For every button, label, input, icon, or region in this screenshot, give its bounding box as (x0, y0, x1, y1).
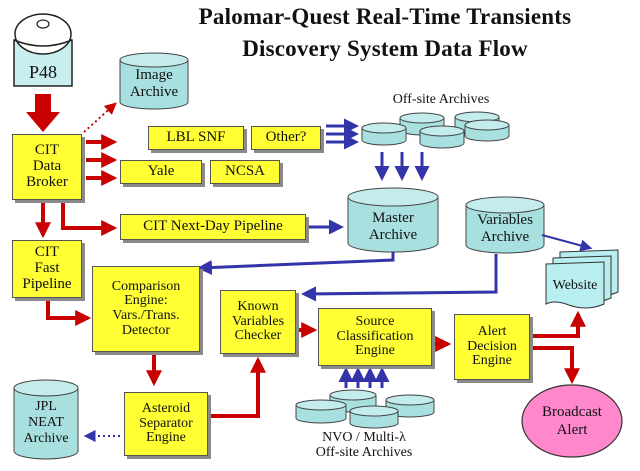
diagram-title-line-2: Discovery System Data Flow (242, 36, 528, 61)
variables-archive-label-2: Archive (481, 229, 530, 245)
other-box[interactable]: Other? (251, 126, 321, 150)
variables-archive-cylinder: Variables Archive (465, 196, 545, 254)
nvo-archives-cylinders (295, 389, 435, 429)
offsite-archives-cylinders (361, 111, 510, 149)
known-variables-checker-box[interactable]: Known Variables Checker (220, 290, 296, 354)
jpl-archive-label-2: NEAT (28, 415, 64, 430)
jpl-archive-cylinder: JPL NEAT Archive (13, 379, 79, 460)
variables-archive-label-1: Variables (477, 212, 533, 228)
offsite-archives-caption: Off-site Archives (392, 92, 490, 107)
next-day-pipeline-box[interactable]: CIT Next-Day Pipeline (120, 214, 306, 240)
telescope-to-broker-arrow (26, 94, 60, 132)
source-classification-engine-box[interactable]: Source Classification Engine (318, 308, 432, 366)
telescope-icon: P48 (13, 13, 73, 87)
broadcast-label-2: Alert (557, 422, 589, 438)
ncsa-box[interactable]: NCSA (210, 160, 280, 184)
image-archive-label-1: Image (135, 67, 173, 83)
master-archive-label-1: Master (372, 210, 414, 226)
asteroid-separator-engine-box[interactable]: Asteroid Separator Engine (124, 392, 208, 456)
alert-decision-engine-box[interactable]: Alert Decision Engine (454, 314, 530, 380)
jpl-archive-label-3: Archive (23, 431, 68, 446)
website-label: Website (553, 278, 598, 293)
broadcast-alert: Broadcast Alert (521, 384, 623, 458)
jpl-archive-label-1: JPL (35, 399, 57, 414)
diagram-title-line-1: Palomar-Quest Real-Time Transients (198, 4, 572, 29)
image-archive-label-2: Archive (130, 84, 179, 100)
yale-box[interactable]: Yale (120, 160, 202, 184)
master-archive-cylinder: Master Archive (347, 187, 439, 253)
master-archive-label-2: Archive (369, 227, 418, 243)
nvo-archives-caption: NVO / Multi-λ Off-site Archives (315, 430, 413, 461)
comparison-engine-box[interactable]: Comparison Engine: Vars./Trans. Detector (92, 266, 200, 352)
broadcast-label-1: Broadcast (542, 404, 603, 420)
red-arrows (35, 134, 586, 418)
image-archive-cylinder: Image Archive (119, 52, 189, 110)
lbl-snf-box[interactable]: LBL SNF (148, 126, 244, 150)
fast-pipeline-box[interactable]: CIT Fast Pipeline (12, 240, 82, 298)
broker-to-image-archive-arrow (83, 102, 117, 133)
telescope-label: P48 (29, 62, 57, 82)
data-broker-box[interactable]: CIT Data Broker (12, 134, 82, 200)
website-document-icon: Website (545, 249, 619, 309)
blue-arrows (197, 118, 593, 388)
